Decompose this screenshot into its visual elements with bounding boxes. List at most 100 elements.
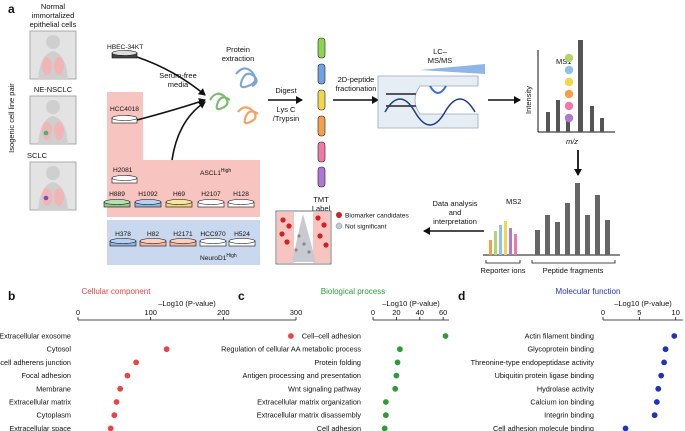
chart-point-b — [133, 359, 140, 366]
chart-category-label-d: Glycoprotein binding — [527, 345, 594, 354]
chart-point-b — [113, 399, 120, 405]
chart-point-d — [651, 412, 658, 419]
chart-category-label-d: Hydrolase activity — [537, 384, 595, 393]
chart-point-d — [655, 385, 662, 392]
intensity-label: Intensity — [524, 86, 533, 114]
petri-dish-hcc4018 — [111, 115, 138, 124]
chart-tick-label-c: 40 — [416, 308, 424, 317]
panel-a-label: a — [8, 2, 15, 16]
chart-category-label-b: Focal adhesion — [22, 371, 72, 380]
chart-category-label-c: Wnt signaling pathway — [288, 384, 361, 393]
petri-dish-row-ascl1 — [103, 199, 255, 208]
chart-point-c — [394, 359, 401, 366]
mz-label: m/z — [566, 137, 578, 146]
chart-point-b — [288, 333, 294, 339]
nsclc-caption: NE-NSCLC — [34, 85, 73, 94]
chart-point-d — [622, 425, 629, 431]
lung-icon — [29, 95, 77, 145]
panel-c-label: c — [238, 289, 245, 303]
dish-label-h2171: H2171 — [173, 231, 193, 238]
chart-tick-label-b: 100 — [144, 308, 157, 317]
digest-label: Digest — [275, 86, 297, 95]
dish-label-h889: H889 — [109, 191, 125, 198]
tmt-label-2: Label — [312, 204, 331, 213]
dish-label-h69: H69 — [173, 191, 185, 198]
chart-category-label-b: Extracellular exosome — [0, 332, 71, 341]
chart-point-d — [661, 359, 667, 366]
lcms-label: LC–MS/MS — [428, 47, 453, 65]
chart-tick-label-b: 0 — [76, 308, 80, 317]
normal-caption-1: Normal — [41, 2, 66, 11]
chart-tick-label-d: 10 — [672, 308, 680, 317]
chart-point-d — [671, 333, 678, 339]
chart-tick-label-c: 60 — [439, 308, 447, 317]
chart-point-c — [442, 333, 449, 339]
panel-d-label: d — [458, 289, 465, 303]
chart-point-c — [392, 385, 399, 392]
dish-label-h82: H82 — [147, 231, 159, 238]
chart-category-label-c: Extracellular matrix organization — [257, 398, 361, 407]
chart-tick-label-b: 200 — [217, 308, 230, 317]
protein-icon — [209, 67, 259, 125]
chart-category-label-d: Threonine-type endopeptidase activity — [471, 358, 595, 367]
chart-category-label-d: Ubiquitin protein ligase binding — [495, 371, 594, 380]
tmt-label: TMT — [313, 195, 329, 204]
chart-tick-label-c: 0 — [371, 308, 375, 317]
chart-title-d: Molecular function — [556, 287, 621, 296]
dish-label-h128: H128 — [233, 191, 249, 198]
chart-category-label-d: Actin filament binding — [525, 332, 594, 341]
legend-marker-candidates — [336, 212, 342, 218]
petri-dish-h2081 — [111, 175, 138, 184]
dish-label-h1092: H1092 — [138, 191, 158, 198]
chart-point-b — [117, 385, 124, 392]
chart-category-label-d: Calcium ion binding — [530, 398, 594, 407]
ms2-spectrum — [483, 183, 620, 264]
peptide-fragments-label: Peptide fragments — [543, 266, 604, 275]
chart-tick-label-d: 5 — [637, 308, 641, 317]
chart-point-c — [382, 399, 389, 405]
dish-label-hbec: HBEC-34KT — [107, 44, 143, 51]
chart-title-c: Biological process — [321, 287, 385, 296]
chart-category-label-b: Cytoplasm — [37, 411, 71, 420]
dish-label-h2107: H2107 — [201, 191, 221, 198]
volcano-plot-icon — [275, 210, 332, 265]
ms1-spectrum — [537, 40, 615, 133]
chart-category-label-c: Extracellular matrix disassembly — [257, 411, 362, 420]
trypsin-label: /Trypsin — [273, 114, 299, 123]
chart-category-label-b: Cell–cell adherens junction — [0, 358, 71, 367]
lung-icon — [29, 161, 77, 211]
chart-category-label-b: Membrane — [36, 384, 71, 393]
chart-category-label-d: Integrin binding — [544, 411, 594, 420]
chart-tick-label-b: 300 — [290, 308, 303, 317]
chart-tick-label-c: 20 — [392, 308, 400, 317]
chart-title-b: Cellular component — [82, 287, 152, 296]
dish-label-h2081: H2081 — [113, 167, 133, 174]
ms1-label: MS1 — [556, 57, 571, 66]
dish-label-hcc4018: HCC4018 — [110, 106, 139, 113]
legend-not-significant-label: Not significant — [345, 224, 387, 231]
ascl1-label: ASCL1High — [200, 168, 231, 177]
dish-label-h378: H378 — [115, 231, 131, 238]
chart-category-label-b: Extracellular space — [9, 424, 71, 431]
flow-arrows-to-extraction — [136, 56, 206, 161]
spectrometer-icon — [377, 64, 485, 129]
chart-category-label-c: Cell adhesion — [317, 424, 361, 431]
chart-point-b — [107, 425, 114, 431]
legend-marker-not-significant — [335, 222, 343, 230]
chart-point-b — [111, 412, 118, 419]
chart-point-c — [382, 412, 389, 419]
chart-point-b — [163, 346, 170, 353]
chart-category-label-c: Protein folding — [314, 358, 361, 367]
chart-category-label-b: Cytosol — [47, 345, 72, 354]
chart-point-b — [124, 372, 131, 379]
chart-xlabel-c: –Log10 (P-value) — [382, 299, 440, 308]
chart-point-d — [653, 399, 660, 405]
dish-label-hcc970: HCC970 — [200, 231, 226, 238]
test-tube-icon — [317, 37, 326, 188]
chart-category-label-c: Antigen processing and presentation — [243, 371, 361, 380]
